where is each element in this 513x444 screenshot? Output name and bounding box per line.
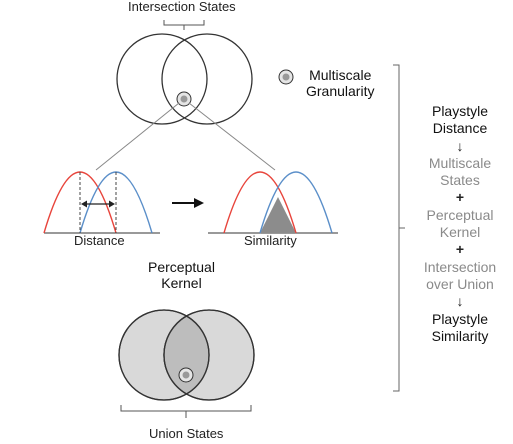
flow-line: States xyxy=(440,172,480,189)
multiscale-granularity-label: Multiscale Granularity xyxy=(306,67,374,99)
flow-line: Perceptual xyxy=(426,206,494,223)
flow-line: Kernel xyxy=(439,224,481,241)
flow-line: Multiscale xyxy=(428,154,492,171)
zoom-line-left xyxy=(95,102,180,171)
distance-arrow-head-left xyxy=(81,200,87,208)
flow-bracket xyxy=(393,64,405,392)
perceptual-kernel-label: Perceptual Kernel xyxy=(148,259,215,291)
flow-line: over Union xyxy=(426,275,494,292)
flow-line: Playstyle xyxy=(431,310,489,327)
transform-arrow-head xyxy=(194,198,204,208)
zoom-line-right xyxy=(188,102,276,171)
flow-line: + xyxy=(455,241,465,258)
union-states-label: Union States xyxy=(149,426,224,441)
flow-line: Playstyle xyxy=(431,103,489,119)
distance-label: Distance xyxy=(74,233,125,248)
union-bracket xyxy=(120,405,252,418)
venn-top-right-circle xyxy=(161,33,253,125)
flow-line: Similarity xyxy=(431,327,489,344)
similarity-overlap xyxy=(260,197,296,233)
flow-line: ↓ xyxy=(456,137,464,154)
venn-bottom-left-outline xyxy=(118,309,210,401)
union-state-dot-inner xyxy=(182,371,190,379)
flow-line: + xyxy=(455,189,465,206)
venn-top-left-circle xyxy=(116,33,208,125)
distance-arrow-head-right xyxy=(109,200,115,208)
multiscale-granularity-line2: Granularity xyxy=(306,83,375,100)
perceptual-kernel-line2: Kernel xyxy=(161,275,202,292)
similarity-red-curve xyxy=(223,171,297,234)
granularity-icon-inner xyxy=(282,73,290,81)
flow-line: Intersection xyxy=(423,258,497,275)
multiscale-granularity-line1: Multiscale xyxy=(309,67,372,83)
flow-line: ↓ xyxy=(456,293,464,310)
intersection-state-dot-inner xyxy=(180,95,188,103)
intersection-bracket xyxy=(163,20,205,30)
similarity-label: Similarity xyxy=(244,233,297,248)
flow-line: Distance xyxy=(432,120,488,137)
perceptual-kernel-line1: Perceptual xyxy=(148,259,215,275)
venn-bottom-right-outline xyxy=(163,309,255,401)
intersection-states-label: Intersection States xyxy=(128,0,236,14)
similarity-blue-curve xyxy=(259,171,333,234)
